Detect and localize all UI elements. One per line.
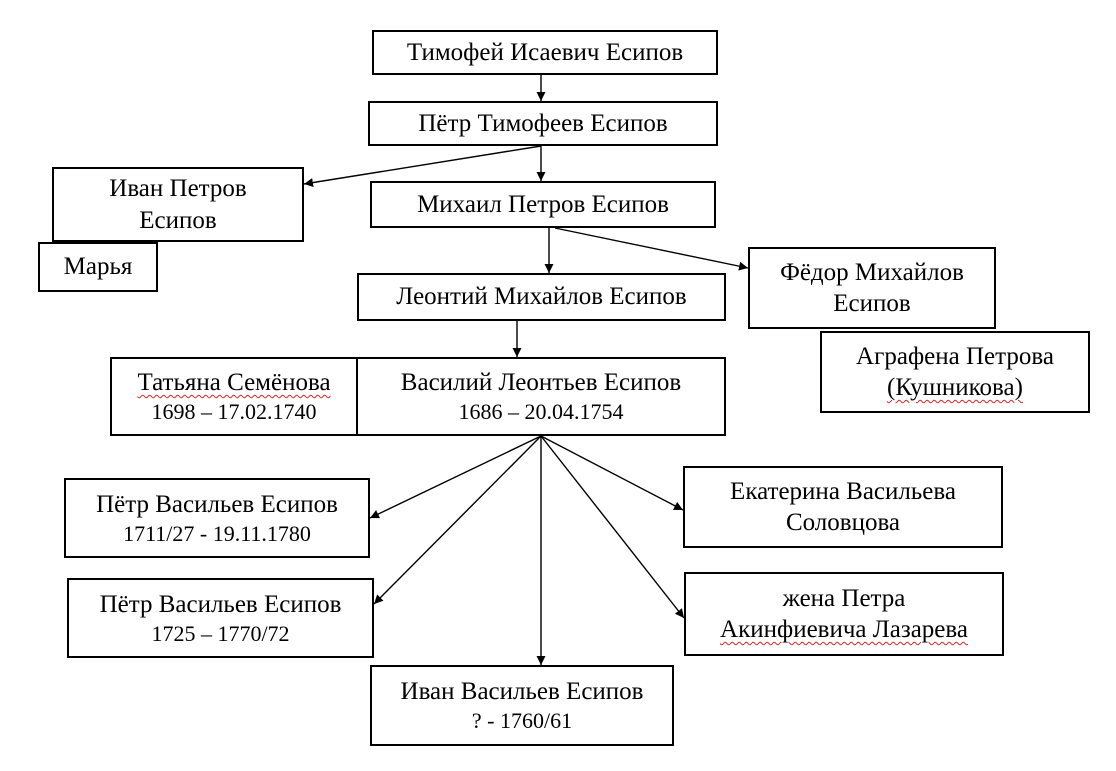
node-agrafena-line1: Аграфена Петрова bbox=[856, 342, 1054, 370]
arrow-vasily-to-petr-2 bbox=[373, 435, 542, 605]
node-ivan-vasilev-line1: Иван Васильев Есипов bbox=[400, 678, 644, 706]
node-tatyana-dates: 1698 – 17.02.1740 bbox=[151, 399, 317, 425]
node-petr-vasilev-1-line1: Пётр Васильев Есипов bbox=[96, 490, 338, 518]
arrow-mikhail-to-fedor bbox=[554, 227, 749, 271]
node-ivan-vasilev-dates: ? - 1760/61 bbox=[471, 708, 573, 734]
node-agrafena-line2: (Кушникова) bbox=[887, 374, 1023, 401]
arrow-vasily-to-zhena bbox=[540, 435, 685, 619]
node-petr-vasilev-2: Пётр Васильев Есипов 1725 – 1770/72 bbox=[67, 578, 374, 658]
node-mikhail: Михаил Петров Есипов bbox=[370, 181, 716, 228]
node-marya: Марья bbox=[38, 242, 158, 292]
arrow-vasily-to-petr-1 bbox=[369, 435, 542, 519]
node-tatyana: Татьяна Семёнова 1698 – 17.02.1740 bbox=[110, 357, 358, 436]
node-ekaterina-line2: Соловцова bbox=[785, 509, 901, 536]
node-vasily: Василий Леонтьев Есипов 1686 – 20.04.175… bbox=[356, 357, 726, 436]
node-fedor-line2: Есипов bbox=[833, 290, 911, 317]
node-zhena-line2: Акинфиевича Лазарева bbox=[720, 616, 968, 643]
node-ivan-petrov-line2: Есипов bbox=[139, 206, 217, 234]
node-vasily-line1: Василий Леонтьев Есипов bbox=[400, 369, 682, 397]
node-petr-vasilev-2-line1: Пётр Васильев Есипов bbox=[99, 590, 342, 618]
node-zhena-line1: жена Петра bbox=[782, 584, 906, 612]
node-petr-vasilev-2-dates: 1725 – 1770/72 bbox=[151, 620, 290, 646]
node-mikhail-name: Михаил Петров Есипов bbox=[417, 190, 669, 218]
node-timofey-name: Тимофей Исаевич Есипов bbox=[406, 38, 684, 66]
node-fedor: Фёдор Михайлов Есипов bbox=[748, 247, 996, 329]
node-vasily-dates: 1686 – 20.04.1754 bbox=[458, 399, 624, 425]
arrow-vasily-to-ekaterina bbox=[540, 435, 684, 511]
node-marya-name: Марья bbox=[63, 253, 133, 281]
node-agrafena: Аграфена Петрова (Кушникова) bbox=[820, 331, 1090, 413]
node-ekaterina: Екатерина Васильева Соловцова bbox=[683, 466, 1003, 548]
node-tatyana-line1: Татьяна Семёнова bbox=[137, 369, 331, 397]
node-ivan-petrov-line1: Иван Петров bbox=[109, 175, 247, 203]
node-leonty-name: Леонтий Михайлов Есипов bbox=[396, 283, 687, 311]
node-petr-vasilev-1: Пётр Васильев Есипов 1711/27 - 19.11.178… bbox=[64, 478, 370, 558]
node-ivan-petrov: Иван Петров Есипов bbox=[52, 167, 304, 242]
arrow-petr-to-ivan bbox=[303, 145, 542, 188]
node-ekaterina-line1: Екатерина Васильева bbox=[730, 477, 956, 505]
node-fedor-line1: Фёдор Михайлов bbox=[780, 258, 964, 286]
node-timofey: Тимофей Исаевич Есипов bbox=[372, 30, 718, 75]
node-petr-timofeev: Пётр Тимофеев Есипов bbox=[368, 101, 718, 146]
node-ivan-vasilev: Иван Васильев Есипов ? - 1760/61 bbox=[370, 665, 674, 746]
node-petr-vasilev-1-dates: 1711/27 - 19.11.1780 bbox=[123, 520, 311, 546]
node-zhena: жена Петра Акинфиевича Лазарева bbox=[684, 572, 1004, 656]
node-leonty: Леонтий Михайлов Есипов bbox=[357, 273, 726, 321]
node-petr-timofeev-name: Пётр Тимофеев Есипов bbox=[418, 109, 668, 137]
